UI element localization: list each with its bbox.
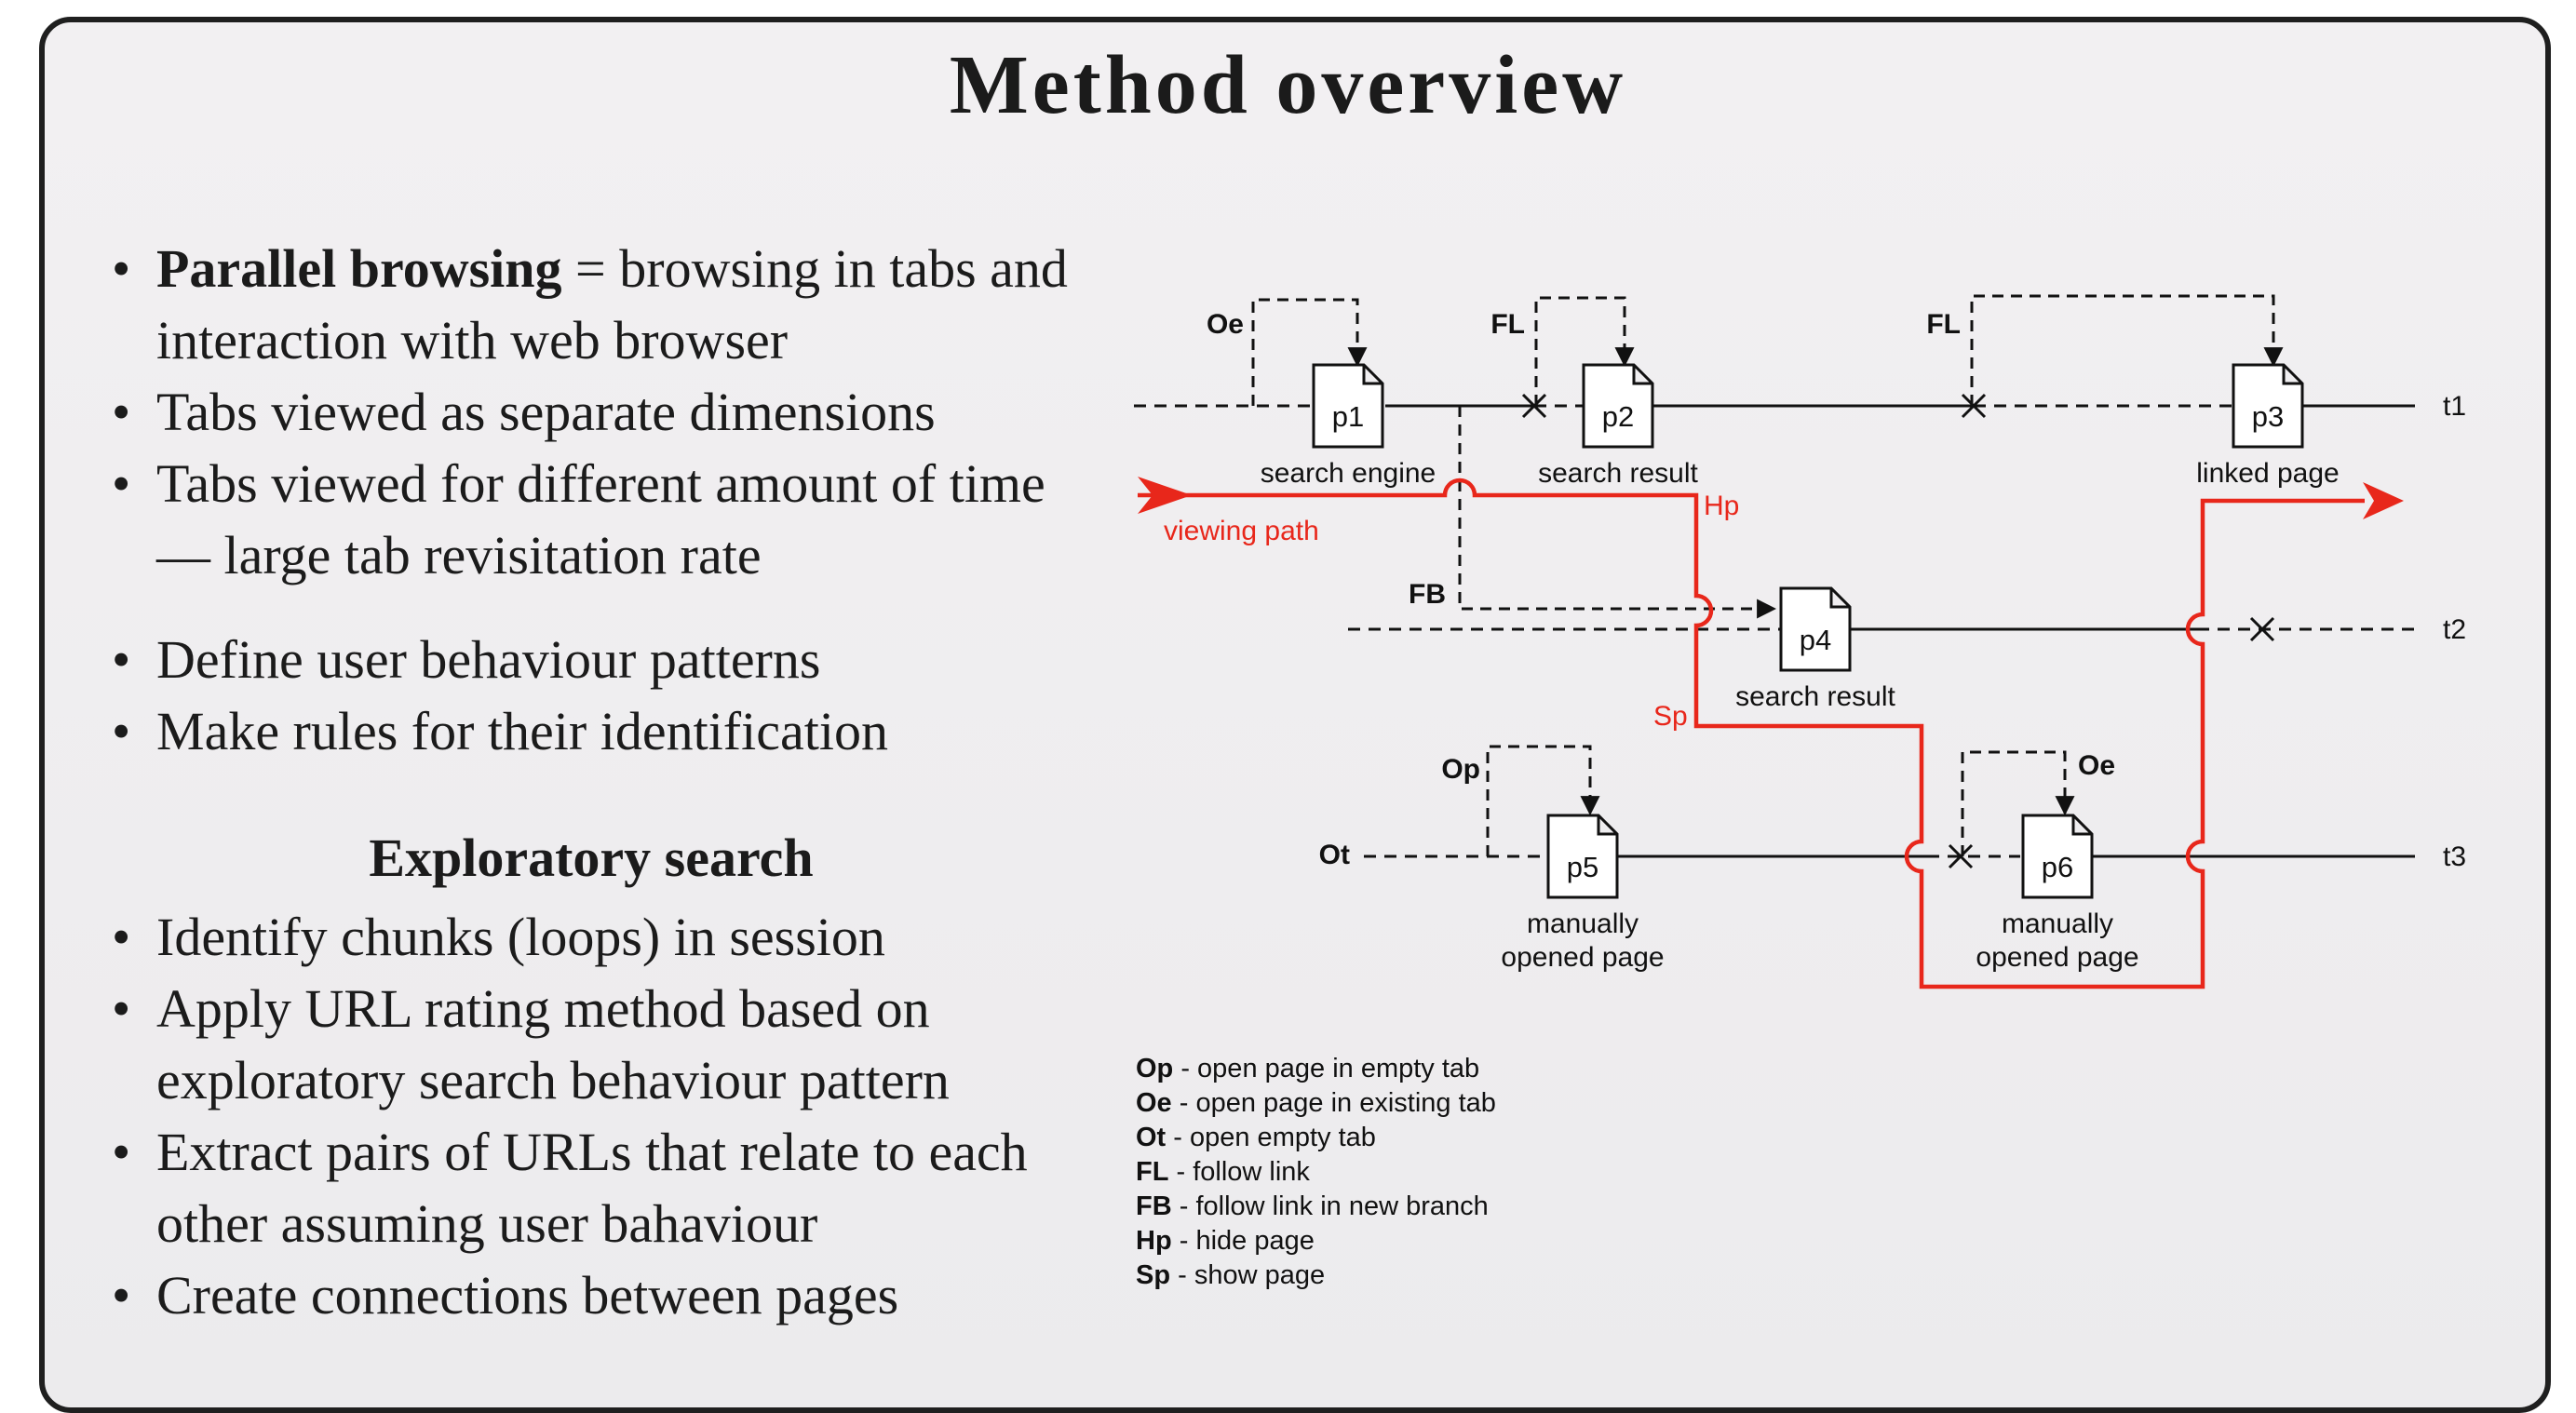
page-id: p4 — [1800, 624, 1831, 656]
close-mark-icon — [1961, 393, 1987, 419]
label-fl-p2: FL — [1490, 309, 1525, 340]
action-arrows — [1251, 294, 2284, 856]
path-start-arrow-icon — [1138, 477, 1192, 514]
bullet-item: Create connections between pages — [102, 1259, 1089, 1331]
page-caption: linked page — [2196, 458, 2339, 489]
page-id: p6 — [2042, 851, 2073, 883]
page-id: p1 — [1332, 400, 1364, 433]
page-caption: search result — [1735, 681, 1895, 712]
legend-item: Hp - hide page — [1136, 1226, 1315, 1256]
sp-label: Sp — [1653, 701, 1688, 732]
legend-abbr: Oe — [1136, 1088, 1172, 1118]
legend-desc: - open page in existing tab — [1172, 1088, 1496, 1118]
legend-item: FB - follow link in new branch — [1136, 1191, 1489, 1221]
close-mark-icon — [2249, 616, 2275, 642]
page-node-p1: p1 search engine — [1261, 363, 1436, 489]
page-id: p2 — [1602, 400, 1634, 433]
legend-abbr: FL — [1136, 1157, 1168, 1187]
bullet-item: Identify chunks (loops) in session — [102, 901, 1089, 973]
legend-item: Op - open page in empty tab — [1136, 1054, 1479, 1083]
bullet-item: Apply URL rating method based on explora… — [102, 973, 1089, 1116]
bullet-text: = browsing in tabs and interaction with … — [156, 238, 1068, 370]
label-fb-p4: FB — [1409, 579, 1446, 610]
legend-desc: - open empty tab — [1166, 1123, 1376, 1152]
document-icon — [2021, 814, 2094, 899]
legend-desc: - follow link — [1168, 1157, 1310, 1187]
tab-label-t2: t2 — [2443, 614, 2466, 645]
viewing-path — [1138, 478, 2365, 989]
label-oe-p1: Oe — [1207, 309, 1244, 340]
page-caption: manually — [1527, 908, 1639, 939]
document-icon — [1546, 814, 1619, 899]
label-ot-t3: Ot — [1319, 840, 1350, 870]
page-nodes: p1 search engine p2 search result p3 linked p… — [1261, 363, 2340, 973]
viewing-path-label: viewing path — [1164, 516, 1319, 546]
bullet-list-top: Parallel browsing = browsing in tabs and… — [102, 233, 1089, 767]
document-icon — [1312, 363, 1384, 449]
bullet-item: Extract pairs of URLs that relate to eac… — [102, 1116, 1089, 1259]
page-caption: search engine — [1261, 458, 1436, 489]
legend-desc: - follow link in new branch — [1172, 1191, 1489, 1221]
document-icon — [1779, 586, 1852, 672]
page-id: p3 — [2252, 400, 2284, 433]
slide-title: Method overview — [949, 39, 1627, 131]
legend-desc: - open page in empty tab — [1173, 1054, 1479, 1083]
close-marks — [1521, 393, 2275, 869]
path-labels: viewing path Hp Sp — [1164, 491, 1739, 732]
action-labels: Oe FL FL FB Op Ot Oe — [1207, 309, 2115, 870]
arrow-fl-p3 — [1970, 294, 2284, 406]
bullet-list-bottom: Identify chunks (loops) in session Apply… — [102, 901, 1089, 1331]
bullet-item: Parallel browsing = browsing in tabs and… — [102, 233, 1089, 376]
bullet-item: Tabs viewed for different amount of time… — [102, 448, 1089, 591]
legend-item: FL - follow link — [1136, 1157, 1310, 1187]
tab-labels: t1 t2 t3 — [2443, 391, 2466, 872]
page-caption: search result — [1538, 458, 1698, 489]
close-mark-icon — [1948, 843, 1974, 869]
legend-item: Ot - open empty tab — [1136, 1123, 1376, 1152]
legend-abbr: Ot — [1136, 1123, 1167, 1152]
page-node-p3: p3 linked page — [2196, 363, 2340, 489]
section-heading: Exploratory search — [369, 828, 814, 888]
legend-abbr: FB — [1136, 1191, 1172, 1221]
page-caption: opened page — [1976, 942, 2138, 973]
legend-abbr: Sp — [1136, 1260, 1170, 1290]
legend-abbr: Hp — [1136, 1226, 1172, 1256]
bullet-item: Define user behaviour patterns — [102, 624, 1089, 695]
arrow-fb-p4 — [1458, 406, 1777, 619]
page-node-p2: p2 search result — [1538, 363, 1699, 489]
tab-label-t3: t3 — [2443, 841, 2466, 872]
document-icon — [1582, 363, 1654, 449]
arrow-fl-p2 — [1534, 296, 1635, 406]
legend-desc: - show page — [1170, 1260, 1325, 1290]
tab-browsing-diagram: p1 search engine p2 search result p3 linked p… — [1134, 294, 2466, 1290]
page-caption: opened page — [1501, 942, 1664, 973]
label-oe-p6: Oe — [2078, 750, 2115, 781]
tab-label-t1: t1 — [2443, 391, 2466, 422]
path-end-arrow-icon — [2363, 482, 2404, 519]
label-op-p5: Op — [1441, 754, 1480, 785]
legend-item: Oe - open page in existing tab — [1136, 1088, 1496, 1118]
page-id: p5 — [1567, 851, 1598, 883]
arrow-oe-p6 — [1961, 750, 2075, 856]
viewing-path-arrowheads — [1138, 477, 2404, 519]
legend-abbr: Op — [1136, 1054, 1173, 1083]
arrow-op-p5 — [1486, 745, 1600, 856]
bullet-item: Make rules for their identification — [102, 695, 1089, 767]
page-node-p4: p4 search result — [1735, 586, 1896, 712]
bullet-item: Tabs viewed as separate dimensions — [102, 376, 1089, 448]
close-mark-icon — [1521, 393, 1547, 419]
legend-item: Sp - show page — [1136, 1260, 1325, 1290]
label-fl-p3: FL — [1926, 309, 1961, 340]
bullet-lead: Parallel browsing — [156, 238, 562, 299]
legend-desc: - hide page — [1172, 1226, 1315, 1256]
page-caption: manually — [2002, 908, 2113, 939]
arrow-oe-p1 — [1251, 298, 1368, 406]
hp-label: Hp — [1704, 491, 1739, 521]
document-icon — [2232, 363, 2304, 449]
